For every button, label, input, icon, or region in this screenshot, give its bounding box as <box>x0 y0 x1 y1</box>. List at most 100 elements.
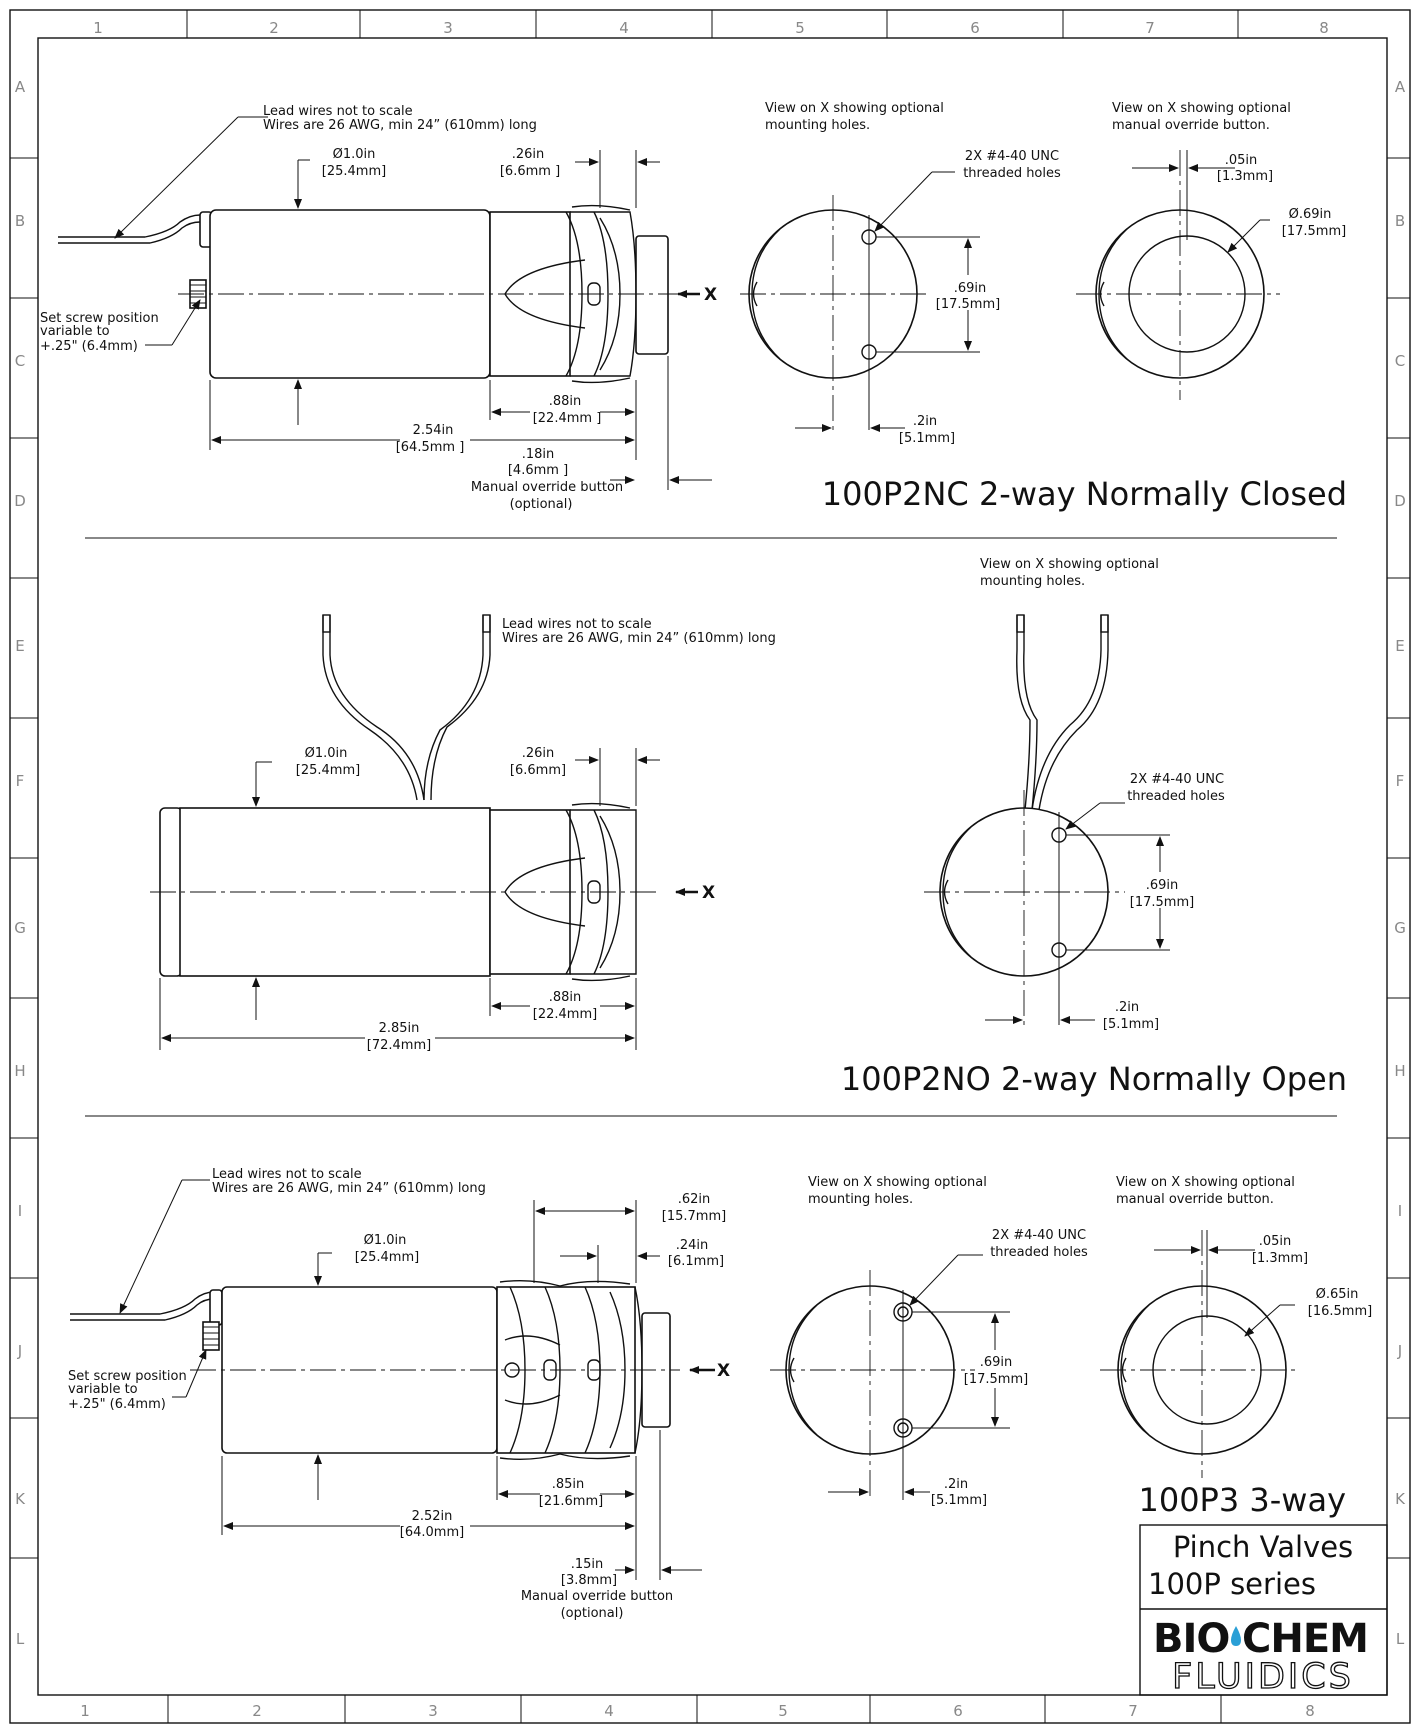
logo-text: CHEM <box>1242 1616 1368 1662</box>
section-title: 100P2NO 2-way Normally Open <box>841 1060 1347 1098</box>
override-note: Manual override button <box>521 1589 673 1604</box>
3w-dimensions <box>119 1179 715 1580</box>
dim-label: .2in <box>1115 1000 1139 1015</box>
biochem-logo: BIO CHEM FLUIDICS <box>1153 1616 1369 1698</box>
title-block-line2: 100P series <box>1148 1567 1316 1601</box>
zone-row-label: H <box>1394 1062 1405 1080</box>
setscrew-note: variable to <box>68 1382 138 1397</box>
section-title: 100P3 3-way <box>1138 1481 1346 1519</box>
zone-row-label: H <box>14 1062 25 1080</box>
dim-label: [5.1mm] <box>1103 1017 1159 1032</box>
setscrew-note: variable to <box>40 324 110 339</box>
dim-label: [22.4mm] <box>533 1007 597 1022</box>
dim-label: [17.5mm] <box>936 297 1000 312</box>
zone-row-label: D <box>1394 492 1406 510</box>
dim-label: [17.5mm] <box>1130 895 1194 910</box>
zone-labels: 1 2 3 4 5 6 7 8 1 2 3 4 5 6 7 8 A B C D … <box>14 19 1406 1720</box>
zone-col-label: 3 <box>428 1702 438 1720</box>
nc-dimension-labels: Lead wires not to scale Wires are 26 AWG… <box>40 104 717 512</box>
zone-col-label: 5 <box>778 1702 788 1720</box>
dim-label: [25.4mm] <box>296 763 360 778</box>
view-note: mounting holes. <box>808 1192 913 1207</box>
holes-note: threaded holes <box>963 166 1061 181</box>
section-title: 100P2NC 2-way Normally Closed <box>822 475 1347 513</box>
zone-col-label: 7 <box>1128 1702 1138 1720</box>
no-dimensions <box>159 748 698 1050</box>
override-note: (optional) <box>561 1606 624 1621</box>
dim-label: [64.5mm ] <box>396 440 465 455</box>
dim-label: .05in <box>1225 153 1258 168</box>
dim-label: Ø1.0in <box>333 147 376 162</box>
lead-note: Wires are 26 AWG, min 24” (610mm) long <box>502 631 776 646</box>
zone-row-label: E <box>1395 637 1404 655</box>
dim-label: Ø1.0in <box>305 746 348 761</box>
setscrew-note: Set screw position <box>68 1369 187 1384</box>
lead-note: Lead wires not to scale <box>263 104 413 119</box>
zone-col-label: 8 <box>1305 1702 1315 1720</box>
water-drop-icon <box>1231 1626 1241 1646</box>
setscrew-note: +.25" (6.4mm) <box>40 339 138 354</box>
zone-col-label: 1 <box>80 1702 90 1720</box>
zone-row-label: F <box>16 772 25 790</box>
dim-label: .69in <box>954 281 987 296</box>
dim-label: 2.54in <box>413 423 454 438</box>
nc-side-view <box>58 204 680 384</box>
nc-end-view-mounting: View on X showing optional mounting hole… <box>740 101 1061 446</box>
dim-label: .62in <box>678 1192 711 1207</box>
dim-label: [1.3mm] <box>1217 169 1273 184</box>
title-block: Pinch Valves 100P series BIO CHEM FLUIDI… <box>1139 1524 1388 1698</box>
dim-label: .88in <box>549 394 582 409</box>
zone-row-label: A <box>15 78 26 96</box>
zone-col-label: 6 <box>953 1702 963 1720</box>
zone-col-label: 1 <box>93 19 103 37</box>
override-note: Manual override button <box>471 480 623 495</box>
lead-note: Lead wires not to scale <box>212 1167 362 1182</box>
dim-label: [17.5mm] <box>1282 224 1346 239</box>
dim-label: .88in <box>549 990 582 1005</box>
zone-row-label: J <box>17 1342 22 1360</box>
dim-label: [6.1mm] <box>668 1254 724 1269</box>
zone-col-label: 4 <box>604 1702 614 1720</box>
holes-note: 2X #4-40 UNC <box>992 1228 1086 1243</box>
zone-row-label: E <box>15 637 24 655</box>
dim-label: [6.6mm ] <box>500 164 560 179</box>
no-side-view <box>150 614 660 982</box>
view-note: manual override button. <box>1112 118 1270 133</box>
sheet-frame <box>9 9 1411 1724</box>
zone-row-label: L <box>1396 1630 1405 1648</box>
zone-row-label: J <box>1397 1342 1402 1360</box>
lead-note: Lead wires not to scale <box>502 617 652 632</box>
3w-end-view-mounting: View on X showing optional mounting hole… <box>770 1175 1088 1508</box>
dim-label: 2.85in <box>379 1021 420 1036</box>
holes-note: threaded holes <box>990 1245 1088 1260</box>
zone-row-label: F <box>1396 772 1405 790</box>
holes-note: 2X #4-40 UNC <box>1130 772 1224 787</box>
dim-label: [1.3mm] <box>1252 1251 1308 1266</box>
logo-text: FLUIDICS <box>1172 1657 1354 1697</box>
x-view-mark: X <box>704 285 717 305</box>
setscrew-note: Set screw position <box>40 311 159 326</box>
dim-label: Ø.69in <box>1289 207 1332 222</box>
dim-label: .69in <box>980 1355 1013 1370</box>
view-note: mounting holes. <box>765 118 870 133</box>
zone-col-label: 8 <box>1319 19 1329 37</box>
dim-label: [15.7mm] <box>662 1209 726 1224</box>
view-note: View on X showing optional <box>808 1175 987 1190</box>
view-note: manual override button. <box>1116 1192 1274 1207</box>
dim-label: .26in <box>522 746 555 761</box>
dim-label: .05in <box>1259 1234 1292 1249</box>
dim-label: [5.1mm] <box>899 431 955 446</box>
no-end-view-mounting: View on X showing optional mounting hole… <box>924 557 1225 1032</box>
zone-row-label: I <box>1398 1202 1402 1220</box>
view-note: View on X showing optional <box>1112 101 1291 116</box>
dim-label: .85in <box>552 1477 585 1492</box>
nc-end-view-override: View on X showing optional manual overri… <box>1076 101 1346 400</box>
dim-label: Ø1.0in <box>364 1233 407 1248</box>
zone-row-label: K <box>15 1490 26 1508</box>
zone-row-label: D <box>14 492 26 510</box>
zone-col-label: 5 <box>795 19 805 37</box>
3w-side-view <box>70 1279 680 1461</box>
dim-label: .18in <box>522 447 555 462</box>
dim-label: [3.8mm] <box>561 1573 617 1588</box>
holes-note: threaded holes <box>1127 789 1225 804</box>
